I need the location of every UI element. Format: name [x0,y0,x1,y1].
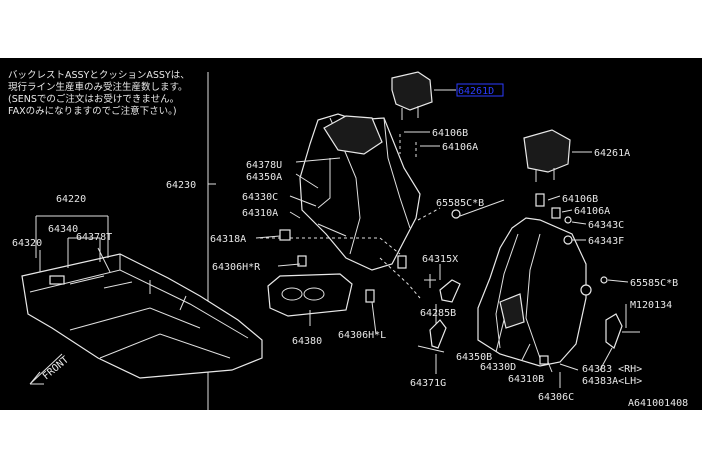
seat-cushion-drawing [21,253,263,379]
label-64106A-lower[interactable]: 64106A [574,206,610,217]
order-note: バックレストASSYとクッションASSYは、 現行ライン生産車のみ受注生産数しま… [8,70,190,117]
front-label: FRONT [41,355,71,383]
note-line-4: FAXのみになりますのでご注意下さい。) [8,105,177,117]
label-64310A[interactable]: 64310A [242,208,278,219]
label-64330D[interactable]: 64330D [480,362,516,373]
right-headrest-drawing [523,129,571,182]
label-64106B-lower[interactable]: 64106B [562,194,598,205]
note-line-2: 現行ライン生産車のみ受注生産数します。 [8,81,188,93]
small-hardware [279,209,461,353]
left-headrest-drawing [391,71,433,120]
label-64306H-L[interactable]: 64306H*L [338,330,386,341]
label-64383A-LH[interactable]: 64383A<LH> [582,376,642,387]
label-64285B[interactable]: 64285B [420,308,456,319]
label-64340[interactable]: 64340 [48,224,78,235]
label-64371G[interactable]: 64371G [410,378,446,389]
label-64306H-R[interactable]: 64306H*R [212,262,261,273]
label-64261D[interactable]: 64261D [458,86,494,97]
diagram-code: A641001408 [628,398,688,409]
label-65585C-B-upper[interactable]: 65585C*B [436,198,484,209]
left-backrest-drawing [299,113,421,271]
label-64378T[interactable]: 64378T [76,232,112,243]
note-line-1: バックレストASSYとクッションASSYは、 [8,70,190,81]
leader-lines [255,89,629,388]
front-arrow-icon: FRONT [29,353,71,385]
label-64350A[interactable]: 64350A [246,172,282,183]
label-64306C[interactable]: 64306C [538,392,574,403]
label-64310B[interactable]: 64310B [508,374,544,385]
label-64106A-upper[interactable]: 64106A [442,142,478,153]
label-64220[interactable]: 64220 [56,194,86,205]
label-64261A[interactable]: 64261A [594,148,630,159]
highlight-box [456,83,504,97]
label-64380[interactable]: 64380 [292,336,322,347]
label-64315X[interactable]: 64315X [422,254,458,265]
label-64318A[interactable]: 64318A [210,234,246,245]
parts-diagram: バックレストASSYとクッションASSYは、 現行ライン生産車のみ受注生産数しま… [8,70,688,410]
label-64383-RH[interactable]: 64383 <RH> [582,364,642,375]
label-64320[interactable]: 64320 [12,238,42,249]
label-64343F[interactable]: 64343F [588,236,624,247]
label-M120134[interactable]: M120134 [630,300,672,311]
label-64378U[interactable]: 64378U [246,160,282,171]
part-labels: 64261D 64261A 64106B 64106A 64378U 64350… [12,83,678,403]
right-backrest-drawing [477,217,587,367]
label-65585C-B-lower[interactable]: 65585C*B [630,278,678,289]
note-line-3: (SENSでのご注文はお受けできません。 [8,93,179,105]
armrest-drawing [267,273,353,317]
label-64343C[interactable]: 64343C [588,220,624,231]
label-64330C[interactable]: 64330C [242,192,278,203]
label-64350B[interactable]: 64350B [456,352,492,363]
parts-diagram-panel: バックレストASSYとクッションASSYは、 現行ライン生産車のみ受注生産数しま… [0,58,702,410]
label-64106B-upper[interactable]: 64106B [432,128,468,139]
label-64230[interactable]: 64230 [166,180,196,191]
